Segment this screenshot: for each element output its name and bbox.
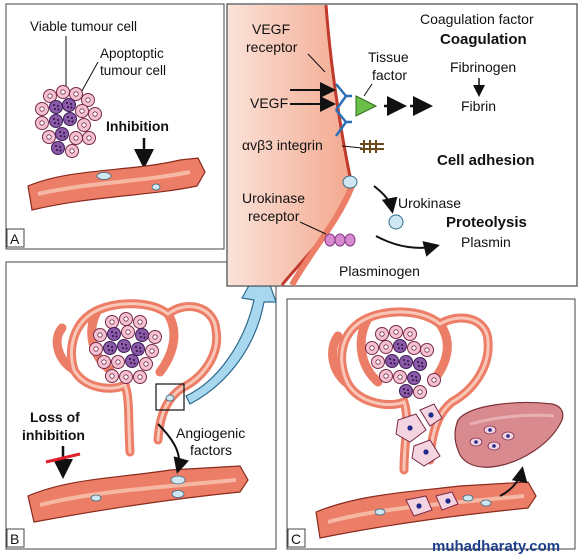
panel-b-letter: B xyxy=(10,531,19,547)
label-integrin: αvβ3 integrin xyxy=(242,137,323,153)
blood-vessel-a xyxy=(27,157,206,211)
label-vegf-receptor-1: VEGF xyxy=(252,21,290,37)
panel-a-letter-box xyxy=(6,228,25,248)
label-vegf-receptor-2: receptor xyxy=(246,39,298,55)
label-coagulation-factor: Coagulation factor xyxy=(420,11,534,27)
angiogenic-arrow xyxy=(157,423,189,474)
label-tissue: Tissue xyxy=(368,49,409,65)
label-coagulation: Coagulation xyxy=(440,31,527,48)
metastasis-arrow xyxy=(499,466,528,497)
panel-a-letter: A xyxy=(10,231,20,247)
label-angiogenic: Angiogenic xyxy=(176,425,245,441)
inset-vessel-wall xyxy=(228,5,352,285)
liver-icon xyxy=(454,401,564,468)
vegf-receptor-icon xyxy=(334,83,352,137)
integrin-icon xyxy=(360,140,384,153)
label-plasminogen: Plasminogen xyxy=(339,263,420,279)
label-viable-tumour-cell: Viable tumour cell xyxy=(30,19,137,34)
blood-vessel-b xyxy=(27,465,249,523)
migrating-tumour-cells xyxy=(395,403,443,467)
loss-strike xyxy=(45,452,81,464)
label-cell-adhesion: Cell adhesion xyxy=(437,152,535,169)
label-factors: factors xyxy=(190,442,232,458)
panel-c: C xyxy=(286,298,576,550)
label-apoptotic-line1: Apoptoptic xyxy=(100,46,164,61)
endothelial-nucleus xyxy=(342,175,358,189)
label-fibrin: Fibrin xyxy=(461,98,496,114)
label-factor: factor xyxy=(372,67,407,83)
label-inhibition: Inhibition xyxy=(106,118,169,134)
blood-vessel-c xyxy=(315,481,537,539)
label-fibrinogen: Fibrinogen xyxy=(450,59,516,75)
label-loss-of: Loss of xyxy=(30,409,80,425)
urokinase-receptor-icon xyxy=(324,233,356,247)
panel-b: Loss of inhibition Angiogenic factors B xyxy=(5,261,277,550)
inset-panel: VEGF receptor VEGF Tissue factor Coagula… xyxy=(226,3,578,287)
label-urokinase: Urokinase xyxy=(398,195,461,211)
label-plasmin: Plasmin xyxy=(461,234,511,250)
label-proteolysis: Proteolysis xyxy=(446,214,527,231)
panel-c-letter-box xyxy=(287,528,306,548)
panel-a: Viable tumour cell Apoptoptic tumour cel… xyxy=(5,3,225,250)
zoom-box xyxy=(155,383,185,411)
urokinase-release-arrow xyxy=(373,185,398,214)
watermark: muhadharaty.com xyxy=(432,538,560,555)
label-vegf: VEGF xyxy=(250,95,288,111)
panel-b-letter-box xyxy=(6,528,25,548)
panel-c-letter: C xyxy=(291,531,301,547)
tissue-factor-icon xyxy=(355,95,378,117)
label-apoptotic-line2: tumour cell xyxy=(100,63,166,78)
plasmin-arrow xyxy=(375,235,440,257)
label-inhibition-b: inhibition xyxy=(22,427,85,443)
label-uk-receptor-2: receptor xyxy=(248,208,300,224)
urokinase-icon xyxy=(388,214,404,230)
label-uk-receptor-1: Urokinase xyxy=(242,190,305,206)
